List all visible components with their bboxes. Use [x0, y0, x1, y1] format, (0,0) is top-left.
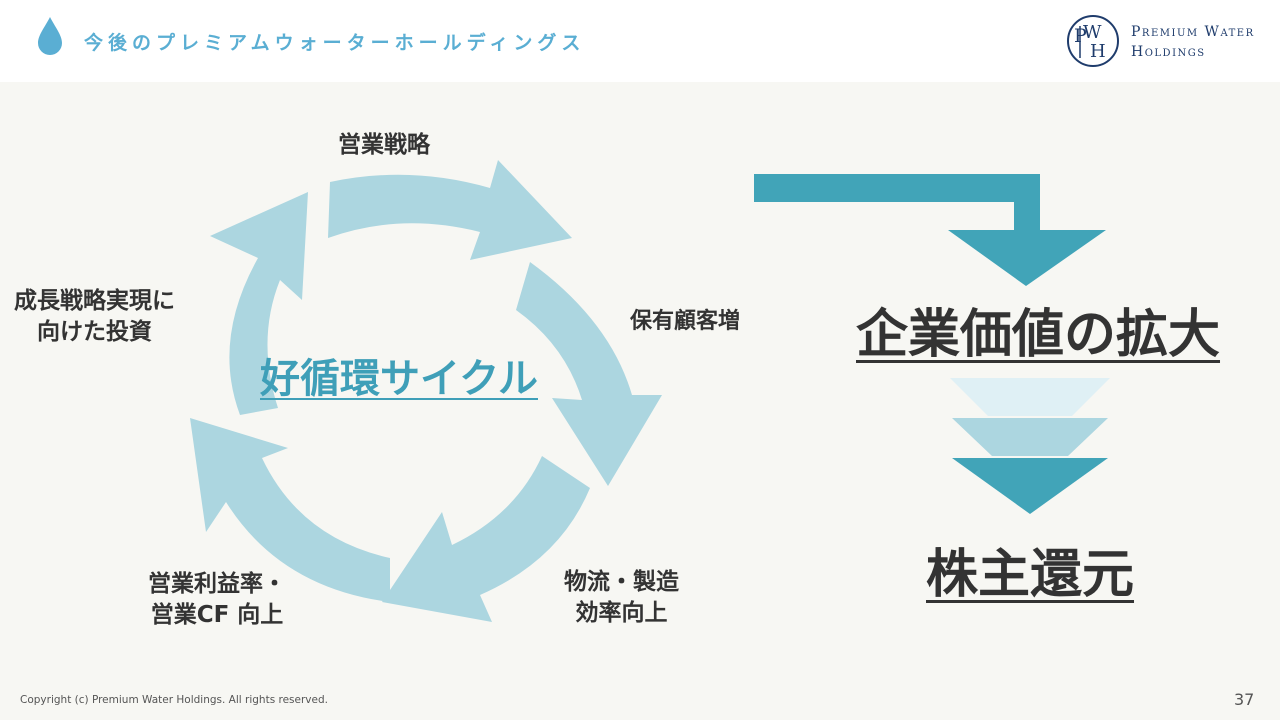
- page-number: 37: [1234, 690, 1255, 709]
- cycle-diagram: [190, 160, 662, 622]
- cycle-step-logistics: 物流・製造 効率向上: [564, 569, 679, 626]
- water-drop-icon: [38, 17, 62, 55]
- svg-text:H: H: [1090, 41, 1106, 62]
- chevron-light: [950, 378, 1110, 416]
- header-bar: 今後のプレミアムウォーターホールディングス P W H Premium Wate…: [0, 0, 1280, 82]
- company-logo-text: Premium Water Holdings: [1131, 24, 1255, 60]
- cycle-arrow-right: [516, 262, 662, 486]
- corporate-value-heading: 企業価値の拡大: [856, 305, 1221, 365]
- cycle-arrow-bottom-right: [382, 456, 590, 622]
- chevron-arrows: [950, 378, 1110, 514]
- cycle-step-customers: 保有顧客増: [630, 309, 741, 334]
- page-title: 今後のプレミアムウォーターホールディングス: [84, 32, 586, 54]
- chevron-dark: [952, 458, 1108, 514]
- cycle-step-profit: 営業利益率・ 営業CF 向上: [148, 571, 286, 628]
- cycle-step-investment: 成長戦略実現に 向けた投資: [14, 288, 175, 345]
- flow-arrow: [754, 174, 1106, 286]
- copyright-text: Copyright (c) Premium Water Holdings. Al…: [20, 694, 328, 706]
- company-logo-mark: P W H: [1067, 15, 1119, 67]
- cycle-center-label: 好循環サイクル: [260, 356, 538, 402]
- cycle-arrow-top: [328, 160, 572, 260]
- svg-text:W: W: [1083, 22, 1102, 43]
- cycle-step-strategy: 営業戦略: [338, 132, 430, 158]
- shareholder-return-heading: 株主還元: [926, 545, 1135, 605]
- chevron-mid: [952, 418, 1108, 456]
- cycle-arrow-left: [210, 192, 308, 415]
- cycle-arrow-bottom-left: [190, 418, 390, 602]
